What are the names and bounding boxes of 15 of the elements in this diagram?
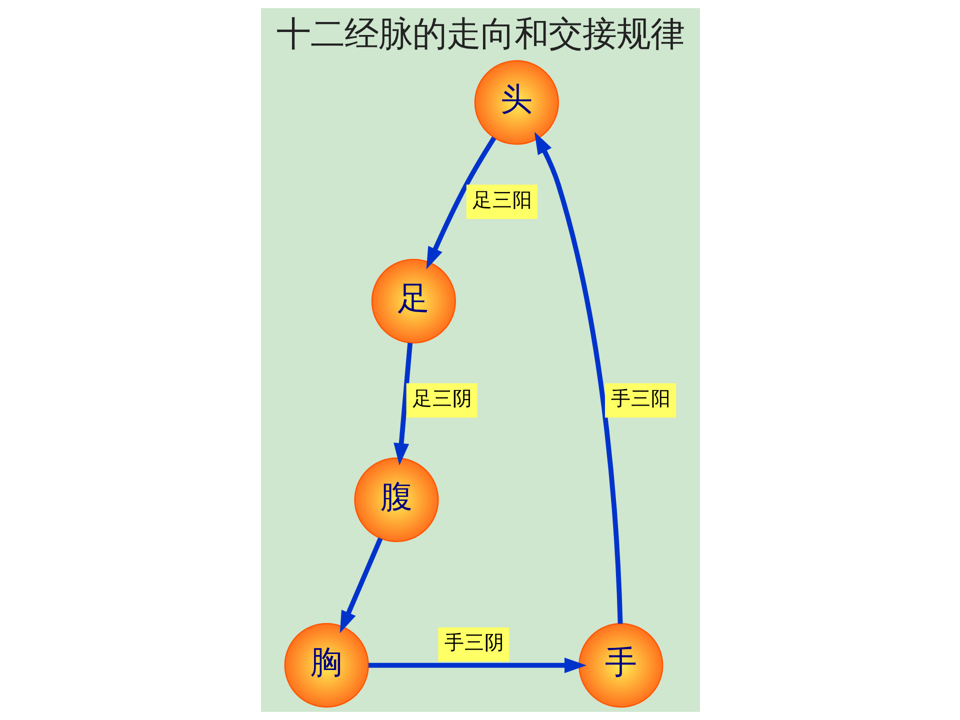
edge-label: 手三阳 xyxy=(610,387,671,410)
arrow xyxy=(534,132,622,624)
arrow xyxy=(339,537,382,634)
node-circle: 腹 xyxy=(354,457,438,542)
node-circle: 手 xyxy=(578,623,663,708)
arrow xyxy=(426,136,496,270)
node-circle: 头 xyxy=(474,60,558,145)
diagram-title: 十二经脉的走向和交接规律 xyxy=(276,14,684,54)
arrow xyxy=(393,342,412,466)
arrow xyxy=(368,658,586,674)
edge-label: 足三阳 xyxy=(472,188,532,212)
edge-label: 足三阴 xyxy=(412,387,472,410)
edge-label: 手三阴 xyxy=(444,631,504,654)
node-circle: 胸 xyxy=(284,623,368,708)
node-circle: 足 xyxy=(370,258,456,344)
